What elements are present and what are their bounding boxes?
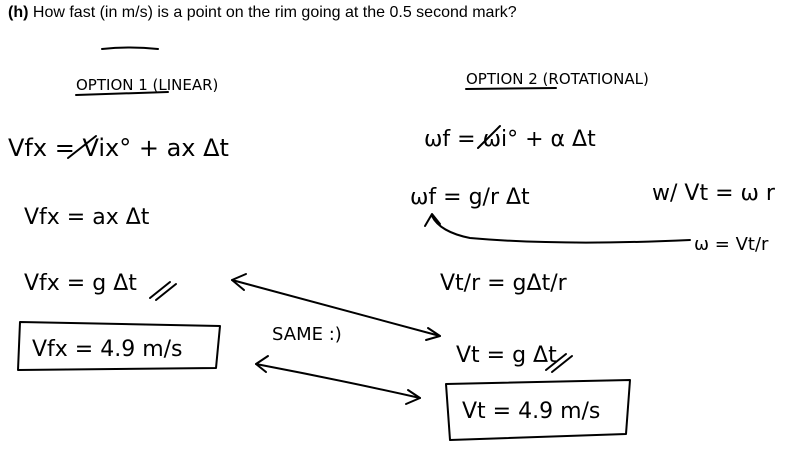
left-equation-2: Vfx = ax Δt: [24, 205, 150, 230]
right-equation-3: Vt/r = gΔt/r: [440, 271, 568, 296]
omega-relation: ω = Vt/r: [694, 234, 769, 255]
upper-connector-arrowhead-left: [231, 273, 247, 291]
strike-omega-i: [477, 125, 501, 149]
right-equation-4: Vt = g Δt: [456, 343, 557, 368]
same-note: SAME :): [272, 324, 342, 345]
upper-connector-arrow: [231, 279, 441, 337]
lower-connector-arrowhead-right: [405, 389, 421, 405]
right-answer-box: [445, 379, 631, 441]
option1-overbar: [101, 46, 159, 50]
lower-connector-arrowhead-left: [255, 355, 269, 373]
left-equation-1: Vfx = Vix° + ax Δt: [8, 134, 229, 162]
right-equation-1: ωf = ωi° + α Δt: [424, 127, 596, 152]
left-answer-box: [17, 321, 221, 371]
relation-note: w/ Vt = ω r: [652, 181, 776, 206]
question-text: (h) How fast (in m/s) is a point on the …: [8, 4, 517, 22]
right-mark-b: [551, 355, 573, 373]
left-mark-a: [149, 281, 171, 299]
option1-underline: [75, 91, 169, 96]
omega-link-arrow: [431, 215, 691, 244]
question-tag: (h): [8, 4, 29, 21]
left-equation-3: Vfx = g Δt: [24, 271, 137, 296]
option1-title: OPTION 1 (LINEAR): [76, 76, 218, 94]
upper-connector-arrowhead-right: [425, 327, 441, 341]
option2-underline: [465, 87, 557, 90]
question-body: How fast (in m/s) is a point on the rim …: [32, 4, 517, 21]
left-answer: Vfx = 4.9 m/s: [32, 337, 183, 362]
lower-connector-arrow: [255, 363, 421, 399]
right-answer: Vt = 4.9 m/s: [462, 399, 600, 424]
omega-link-arrowhead: [424, 213, 441, 227]
option2-title: OPTION 2 (ROTATIONAL): [466, 70, 649, 88]
right-equation-2: ωf = g/r Δt: [410, 185, 530, 210]
strike-vix: [67, 135, 97, 159]
right-mark-a: [545, 353, 567, 371]
left-mark-b: [155, 283, 177, 301]
